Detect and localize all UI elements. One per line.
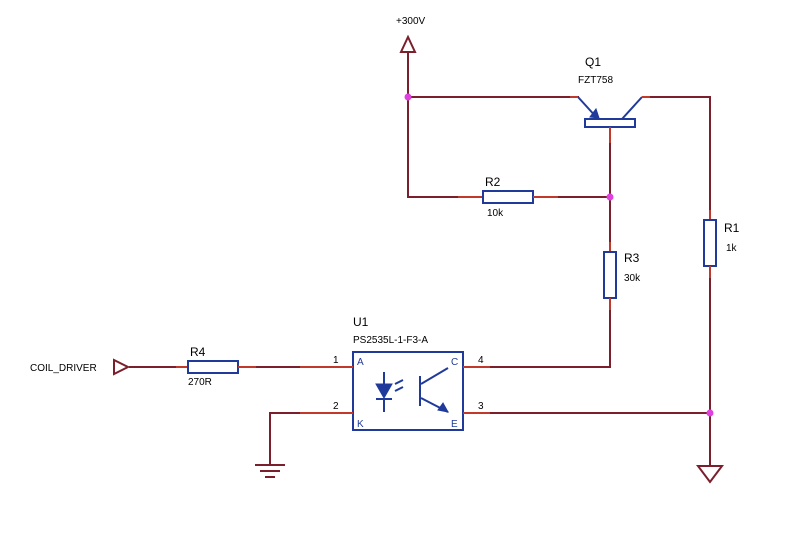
r1-value: 1k: [726, 243, 738, 254]
junction-base-node: [606, 193, 614, 201]
r3-value: 30k: [624, 273, 641, 284]
r2-value: 10k: [487, 208, 504, 219]
u1-pin2-number: 2: [333, 401, 339, 412]
q1-emitter-arrow-icon: [589, 107, 600, 119]
r4-value: 270R: [188, 377, 212, 388]
r4-ref: R4: [190, 345, 206, 359]
u1-ref: U1: [353, 315, 369, 329]
q1-collector-lead: [621, 96, 643, 120]
r4-body: [187, 360, 239, 374]
r3-resistor: R3 30k: [603, 242, 641, 310]
power-arrow-icon: [399, 34, 417, 53]
ground-left-symbol: [255, 464, 285, 478]
r3-body: [603, 251, 617, 299]
r3-ref: R3: [624, 251, 640, 265]
coil-driver-port: COIL_DRIVER: [30, 358, 131, 376]
q1-value: FZT758: [578, 75, 613, 86]
r4-resistor: R4 270R: [176, 345, 256, 388]
r2-ref: R2: [485, 175, 501, 189]
power-rail-symbol: +300V: [396, 16, 426, 53]
q1-ref: Q1: [585, 55, 601, 69]
power-rail-label: +300V: [396, 16, 426, 27]
r1-ref: R1: [724, 221, 740, 235]
q1-transistor: Q1 FZT758: [570, 55, 650, 143]
r1-resistor: R1 1k: [703, 210, 740, 278]
r2-body: [482, 190, 534, 204]
u1-pin-name-k: K: [357, 419, 364, 430]
wires: [129, 51, 711, 466]
input-port-arrow-icon: [113, 358, 131, 376]
ground-triangle-icon: [696, 465, 724, 484]
u1-body: [352, 351, 464, 431]
r1-body: [703, 219, 717, 267]
input-port-label: COIL_DRIVER: [30, 363, 97, 374]
u1-pin4-number: 4: [478, 355, 484, 366]
ground-right-symbol: [696, 465, 724, 484]
junction-top-node: [404, 93, 412, 101]
r2-resistor: R2 10k: [458, 175, 558, 219]
u1-value: PS2535L-1-F3-A: [353, 335, 428, 346]
u1-pin3-number: 3: [478, 401, 484, 412]
u1-led-icon: [375, 372, 404, 412]
q1-base-bar: [584, 118, 636, 128]
u1-pin-name-e: E: [451, 419, 458, 430]
junctions: [404, 93, 714, 417]
u1-phototransistor-icon: [419, 367, 449, 413]
u1-pin1-number: 1: [333, 355, 339, 366]
u1-pin-name-a: A: [357, 357, 364, 368]
u1-optocoupler: U1 PS2535L-1-F3-A 1 2 4 3 A K C E: [300, 315, 490, 431]
u1-pin-name-c: C: [451, 357, 458, 368]
junction-ground-node: [706, 409, 714, 417]
